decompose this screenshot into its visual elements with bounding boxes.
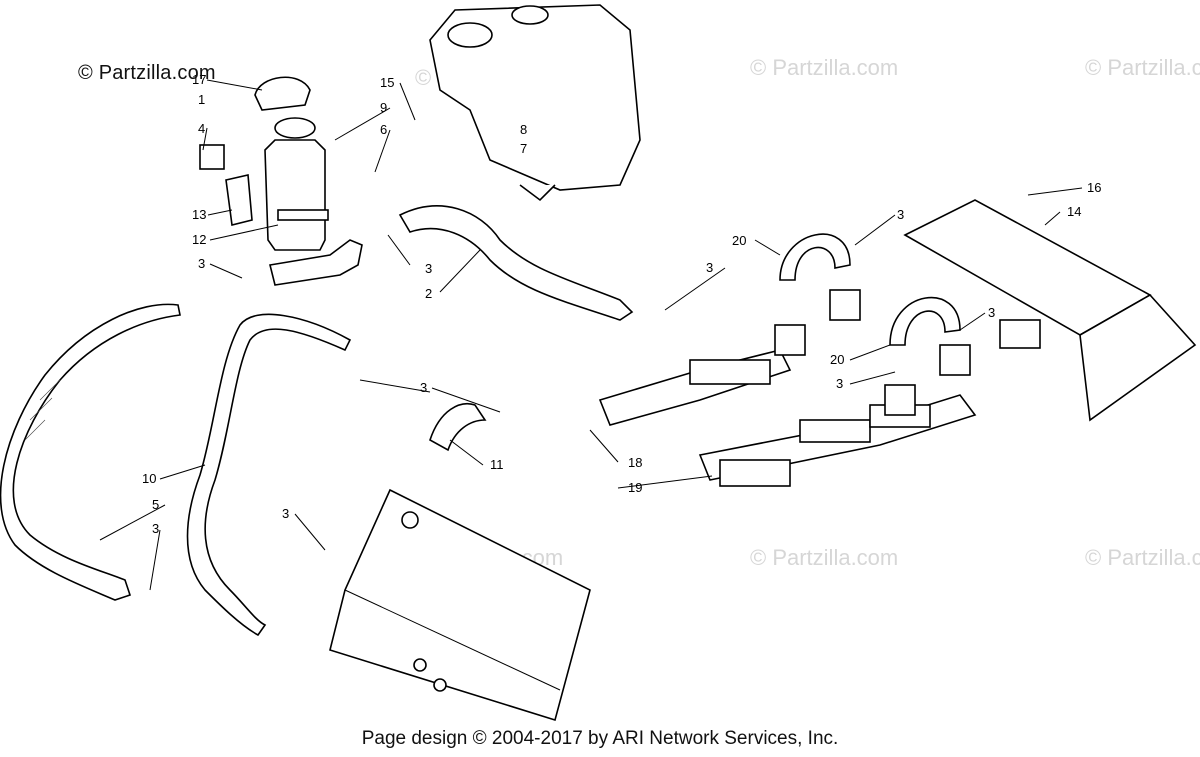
callout-7: 7 [520, 141, 527, 156]
callout-11: 11 [490, 457, 504, 472]
callout-10: 10 [142, 471, 156, 486]
u-bend-lower [889, 296, 961, 346]
reservoir-bottle [254, 76, 329, 251]
mounting-plate [903, 199, 1197, 422]
callout-12: 12 [192, 232, 206, 247]
fitting [829, 289, 861, 321]
callout-3: 3 [152, 521, 159, 536]
callout-16: 16 [1087, 180, 1101, 195]
hose-2 [398, 205, 634, 321]
callout-6: 6 [380, 122, 387, 137]
watermark: © Partzilla.com [750, 55, 898, 80]
callout-15: 15 [380, 75, 394, 90]
fitting [999, 319, 1041, 349]
callout-3: 3 [897, 207, 904, 222]
watermark: © Partzilla.com [1085, 545, 1200, 570]
leader-lines [99, 79, 1083, 591]
callout-4: 4 [198, 121, 205, 136]
callout-9: 9 [380, 100, 387, 115]
callout-3: 3 [198, 256, 205, 271]
partzilla-logo: © Partzilla.com [78, 62, 216, 84]
wrap-sleeve [225, 174, 253, 226]
callout-3: 3 [425, 261, 432, 276]
callout-5: 5 [152, 497, 159, 512]
callout-3: 3 [420, 380, 427, 395]
callout-19: 19 [628, 480, 642, 495]
callout-labels: 17 1 4 13 12 3 15 9 6 8 7 3 2 16 14 3 20… [142, 72, 1101, 536]
callout-18: 18 [628, 455, 642, 470]
tee-fitting [269, 239, 363, 286]
callout-1: 1 [198, 92, 205, 107]
fitting [939, 344, 971, 376]
heat-exchanger-lower [329, 488, 591, 722]
decal-label [199, 144, 225, 170]
callout-14: 14 [1067, 204, 1081, 219]
callout-20: 20 [732, 233, 746, 248]
footer-copyright: Page design © 2004-2017 by ARI Network S… [361, 728, 839, 749]
callout-17: 17 [192, 72, 206, 87]
callout-8: 8 [520, 122, 527, 137]
callout-20: 20 [830, 352, 844, 367]
callout-2: 2 [425, 286, 432, 301]
callout-3: 3 [836, 376, 843, 391]
watermark: © Partzilla.com [750, 545, 898, 570]
hose-10 [186, 313, 352, 637]
callout-3: 3 [282, 506, 289, 521]
callout-13: 13 [192, 207, 206, 222]
u-bend-upper [779, 233, 851, 281]
fitting [774, 324, 806, 356]
hose-texture [24, 379, 61, 441]
watermark: © Partzilla.com [1085, 55, 1200, 80]
callout-3: 3 [706, 260, 713, 275]
coolant-tank [429, 4, 641, 202]
callout-3: 3 [988, 305, 995, 320]
fitting [884, 384, 916, 416]
heat-exchanger-rails [598, 349, 977, 487]
hose-5 [0, 303, 181, 601]
hose-11 [429, 403, 487, 452]
